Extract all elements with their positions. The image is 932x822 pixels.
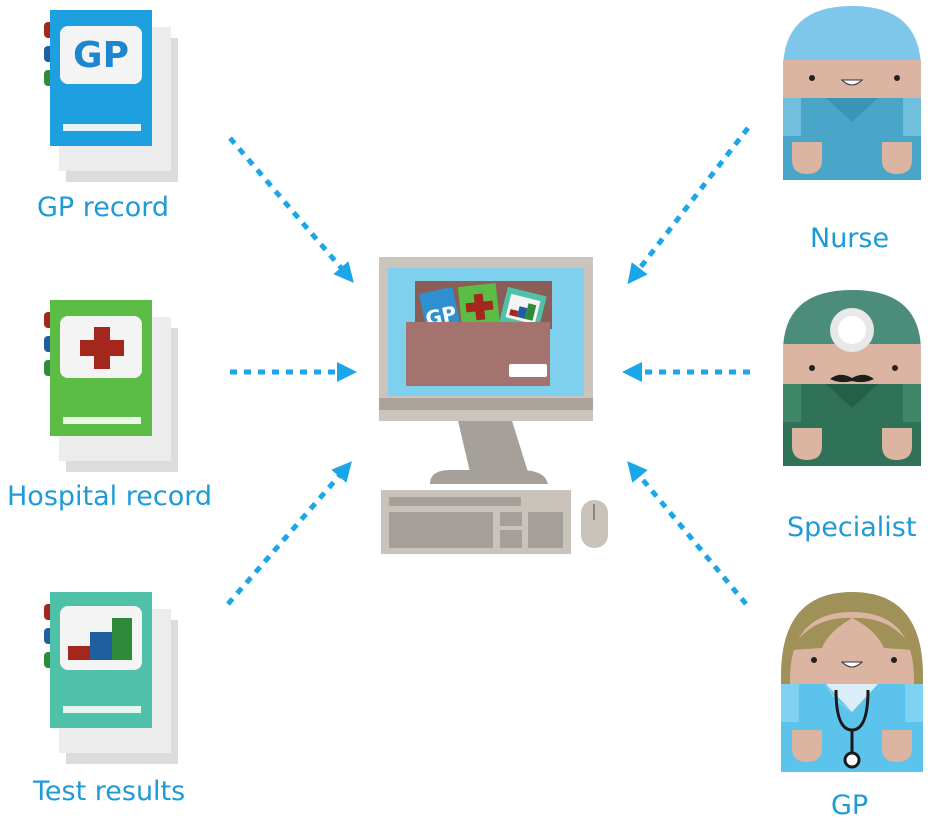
gp-record-book-icon: GP	[44, 10, 178, 182]
keyboard-icon	[381, 490, 571, 554]
test-results-label: Test results	[33, 776, 186, 807]
specialist-label: Specialist	[787, 512, 917, 543]
arrow-from-gp-record	[228, 136, 354, 283]
arrow-from-test-results	[226, 461, 352, 606]
arrow-from-nurse	[627, 126, 750, 285]
arrows	[226, 126, 750, 606]
test-results-book-icon	[44, 592, 178, 764]
gp-book-badge: GP	[73, 35, 129, 76]
gp-record-label: GP record	[37, 192, 170, 223]
gp-label: GP	[831, 790, 869, 821]
arrow-from-gp	[627, 461, 748, 606]
nurse-icon	[783, 6, 921, 180]
specialist-icon	[783, 290, 921, 466]
hospital-record-label: Hospital record	[7, 481, 212, 512]
computer-icon: GP	[379, 257, 608, 554]
records-folder-icon: GP	[406, 281, 552, 386]
nurse-label: Nurse	[810, 223, 890, 254]
gp-doctor-icon	[781, 592, 923, 772]
hospital-record-book-icon	[44, 300, 178, 472]
mouse-icon	[581, 500, 608, 548]
